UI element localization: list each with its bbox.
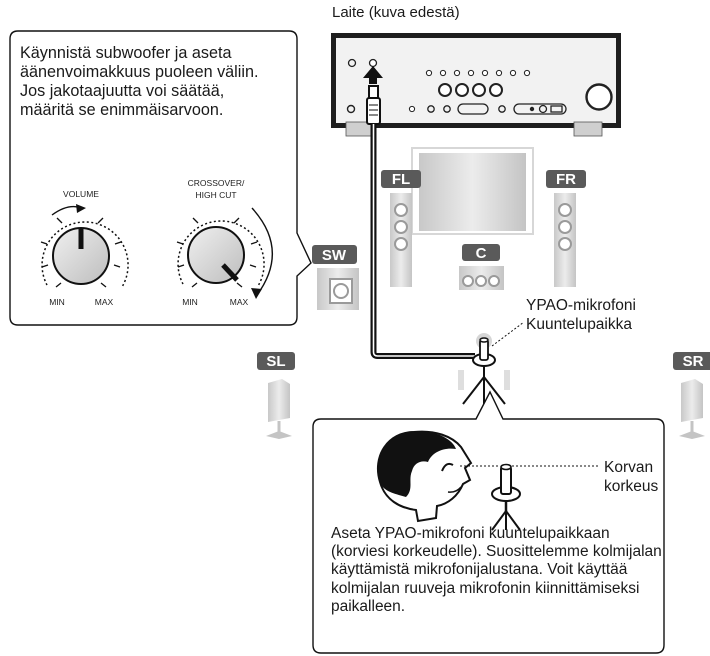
speaker-surround-left [257, 352, 295, 439]
speaker-front-right [546, 170, 586, 287]
crossover-min-label: MIN [182, 297, 198, 307]
power-button-icon [347, 58, 357, 68]
crossover-arrow-icon [251, 207, 274, 296]
head-profile [376, 430, 473, 523]
speaker-tag-sl: SL [266, 353, 285, 370]
speaker-tag-sw: SW [322, 247, 347, 264]
speaker-tag-sr: SR [683, 353, 704, 370]
microphone-tripod [462, 337, 506, 420]
volume-label: VOLUME [63, 189, 99, 199]
microphone-cable [366, 85, 475, 359]
speaker-tag-fr: FR [556, 171, 576, 188]
crossover-knob: CROSSOVER/ HIGH CUT MIN MAX [176, 178, 274, 307]
device-caption: Laite (kuva edestä) [332, 4, 460, 21]
subwoofer-instruction: Käynnistä subwoofer ja aseta äänenvoimak… [20, 44, 259, 119]
speaker-surround-right [673, 352, 710, 439]
tv-screen [411, 147, 534, 235]
speaker-center [459, 244, 504, 290]
crossover-max-label: MAX [230, 297, 249, 307]
ear-height-label: Korvan korkeus [604, 459, 659, 495]
microphone-closeup [491, 463, 521, 531]
connection-arrow-icon [363, 66, 383, 84]
speaker-front-left [381, 170, 421, 287]
microphone-label: YPAO-mikrofoni Kuuntelupaikka [526, 297, 636, 333]
crossover-label-line1: CROSSOVER/ [188, 178, 245, 188]
placement-instruction: Aseta YPAO-mikrofoni kuuntelupaikkaan (k… [331, 525, 662, 615]
volume-max-label: MAX [95, 297, 114, 307]
speaker-tag-c: C [476, 245, 487, 262]
speaker-tag-fl: FL [392, 171, 410, 188]
speaker-subwoofer [312, 245, 359, 310]
volume-knob: VOLUME MIN MAX [40, 189, 129, 307]
crossover-label-line2: HIGH CUT [195, 190, 236, 200]
volume-min-label: MIN [49, 297, 65, 307]
